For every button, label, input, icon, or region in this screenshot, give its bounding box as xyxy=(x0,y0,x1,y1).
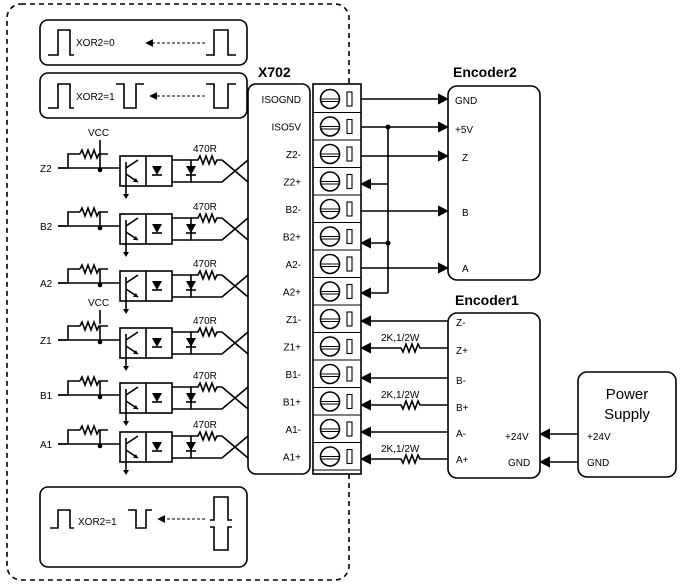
terminal-0: ISOGND xyxy=(262,88,361,114)
terminal-label: B1- xyxy=(285,370,301,381)
input-channel-a1: A1 470R xyxy=(40,420,249,475)
terminal-label: A2+ xyxy=(283,288,301,299)
power-supply-pin-24v: +24V xyxy=(587,432,611,443)
terminal-10: B1- xyxy=(285,363,361,389)
vcc-label-1: VCC xyxy=(88,298,109,309)
terminal-label: A2- xyxy=(285,260,301,271)
terminal-1: ISO5V xyxy=(272,116,361,141)
encoder1-pin-z-minus: Z- xyxy=(456,318,465,329)
terminal-label: ISO5V xyxy=(272,123,302,134)
driver-box xyxy=(247,83,311,475)
terminal-3: Z2+ xyxy=(283,171,361,196)
terminal-label: Z2- xyxy=(286,150,301,161)
encoder1-box xyxy=(447,312,541,479)
input-label: A2 xyxy=(40,279,53,290)
input-label: Z1 xyxy=(40,336,52,347)
input-label: A1 xyxy=(40,440,53,451)
xor-legend-top: XOR2=0 xyxy=(39,19,248,66)
terminal-11: B1+ xyxy=(283,391,361,416)
power-supply-box xyxy=(577,371,677,478)
terminal-12: A1- xyxy=(285,418,361,444)
terminal-4: B2- xyxy=(285,198,361,224)
terminal-label: B2- xyxy=(285,205,301,216)
terminal-2: Z2- xyxy=(286,143,361,169)
encoder2-pin-5v: +5V xyxy=(455,125,473,136)
encoder2-pin-z: Z xyxy=(462,153,468,164)
resistor-label: 470R xyxy=(193,371,217,382)
encoder2-pins: GND +5V Z B A xyxy=(455,96,477,275)
input-label: Z2 xyxy=(40,164,52,175)
encoder1-pin-b-plus: B+ xyxy=(456,403,469,414)
resistor-label: 470R xyxy=(193,202,217,213)
terminal-13: A1+ xyxy=(283,446,361,471)
driver-title: X702 xyxy=(258,64,291,80)
terminal-label: Z1- xyxy=(286,315,301,326)
input-channel-b1: B1 470R xyxy=(40,371,249,426)
terminal-label: A1- xyxy=(285,425,301,436)
terminal-6: A2- xyxy=(285,253,361,279)
encoder1-pin-b-minus: B- xyxy=(456,376,466,387)
encoder1-pin-a-minus: A- xyxy=(456,429,466,440)
resistor-label: 470R xyxy=(193,144,217,155)
xor-legend-bottom: XOR2=1 xyxy=(39,486,248,568)
terminal-label: Z2+ xyxy=(283,178,301,189)
encoder1-resistor-label-a: 2K,1/2W xyxy=(381,444,420,455)
power-supply-line2: Supply xyxy=(604,406,650,423)
encoder1-pin-24v: +24V xyxy=(505,432,529,443)
input-channel-b2: B2 470R xyxy=(40,202,249,257)
xor-legend-mid: XOR2=1 xyxy=(39,72,248,119)
encoder2-pin-b: B xyxy=(462,208,469,219)
encoder1-pins: Z- Z+ B- B+ A- A+ +24V GND xyxy=(456,318,530,469)
resistor-label: 470R xyxy=(193,420,217,431)
encoder2-wiring xyxy=(359,93,450,299)
terminal-8: Z1- xyxy=(286,308,361,334)
input-channel-a2: A2 470R xyxy=(40,259,249,314)
input-channel-z2: Z2 470R xyxy=(40,144,249,199)
encoder1-resistor-label-z: 2K,1/2W xyxy=(381,333,420,344)
terminal-label: B1+ xyxy=(283,398,301,409)
input-label: B1 xyxy=(40,391,53,402)
encoder1-pin-a-plus: A+ xyxy=(456,455,469,466)
encoder2-pin-gnd: GND xyxy=(455,96,477,107)
terminal-label: Z1+ xyxy=(283,343,301,354)
encoder1-resistor-label-b: 2K,1/2W xyxy=(381,390,420,401)
xor-top-label: XOR2=0 xyxy=(76,38,115,49)
encoder1-title: Encoder1 xyxy=(455,292,519,308)
input-channel-z1: Z1 470R xyxy=(40,316,249,371)
driver-boundary xyxy=(6,3,350,581)
encoder2-box xyxy=(447,85,541,281)
vcc-label-0: VCC xyxy=(88,128,109,139)
terminal-label: ISOGND xyxy=(262,95,301,106)
resistor-label: 470R xyxy=(193,259,217,270)
terminal-5: B2+ xyxy=(283,226,361,251)
encoder2-title: Encoder2 xyxy=(453,64,517,80)
terminal-7: A2+ xyxy=(283,281,361,306)
xor-mid-label: XOR2=1 xyxy=(76,92,115,103)
encoder2-pin-a: A xyxy=(462,264,469,275)
encoder1-wiring: 2K,1/2W 2K,1/2W 2K,1/2W xyxy=(359,315,578,468)
power-supply-pin-gnd: GND xyxy=(587,458,609,469)
encoder1-pin-gnd: GND xyxy=(508,458,530,469)
encoder1-pin-z-plus: Z+ xyxy=(456,346,468,357)
terminal-9: Z1+ xyxy=(283,336,361,361)
xor-bottom-label: XOR2=1 xyxy=(78,517,117,528)
power-supply-line1: Power xyxy=(606,386,649,403)
input-label: B2 xyxy=(40,222,53,233)
terminal-label: A1+ xyxy=(283,453,301,464)
resistor-label: 470R xyxy=(193,316,217,327)
terminal-label: B2+ xyxy=(283,233,301,244)
